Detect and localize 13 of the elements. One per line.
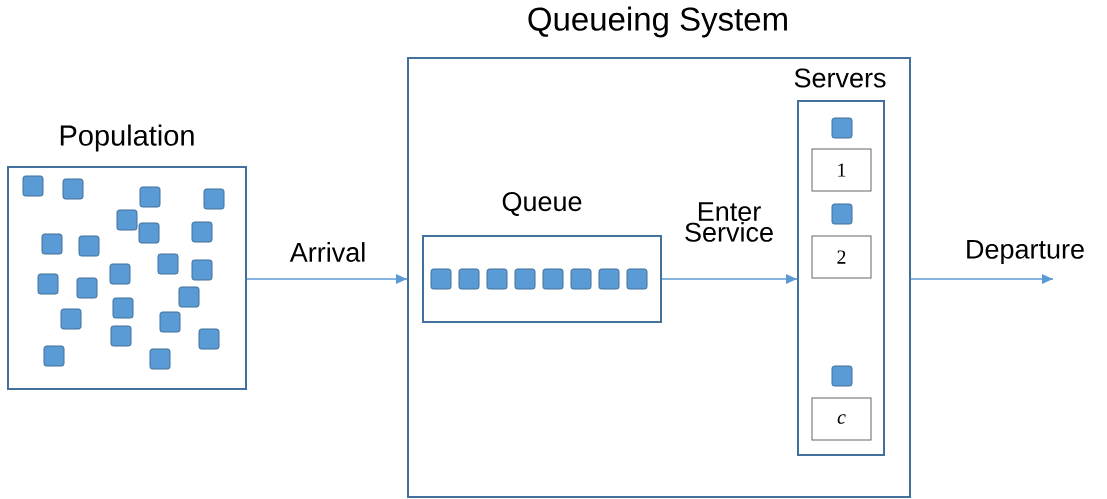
box-title: Population	[60, 124, 194, 152]
server-box: c	[811, 397, 872, 441]
edge-label: Departure	[967, 239, 1084, 265]
box-title: Servers	[794, 68, 886, 88]
arrow	[661, 274, 798, 284]
edge-label: Arrival	[289, 242, 365, 262]
server-box: 1	[811, 148, 872, 192]
edge-label: Enter Service	[685, 202, 773, 242]
server-box: 2	[811, 235, 872, 279]
arrow	[246, 274, 408, 284]
arrow	[910, 274, 1054, 284]
box-title: Queueing System	[528, 6, 787, 38]
box-title: Queue	[502, 192, 582, 216]
